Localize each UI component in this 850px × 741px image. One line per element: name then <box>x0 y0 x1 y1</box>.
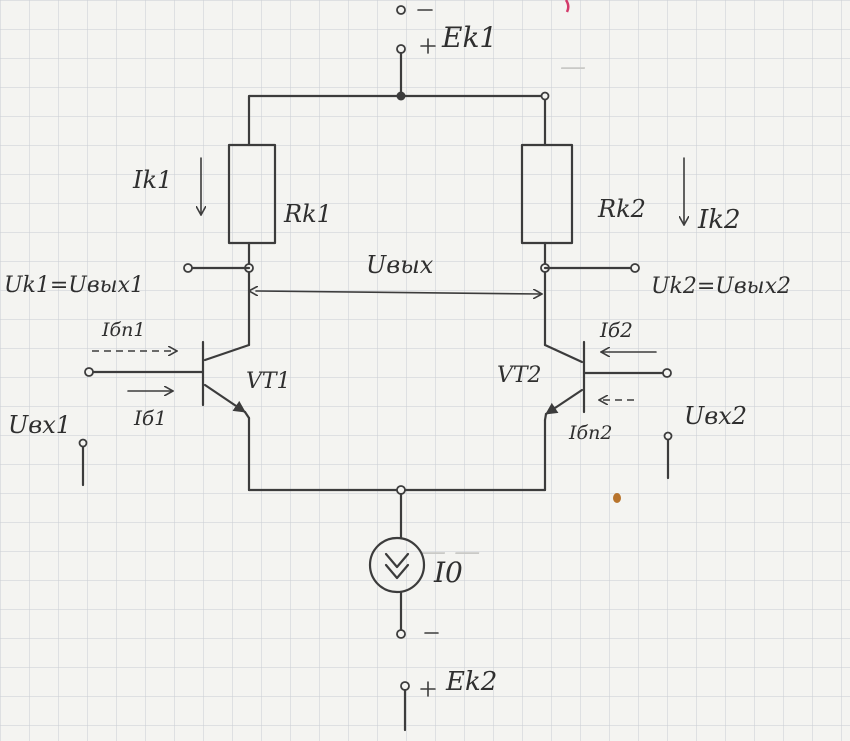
ubx2-return-terminal[interactable] <box>663 431 673 441</box>
label-vt2: VT2 <box>497 363 542 388</box>
label-ubx1: Uвх1 <box>8 411 71 439</box>
label-ibp1: Iбп1 <box>101 319 145 341</box>
label-rk2: Rk2 <box>597 195 646 223</box>
label-uk1: Uk1=Uвых1 <box>4 273 144 298</box>
label-vt1: VT1 <box>246 369 291 394</box>
label-ik2: Ik2 <box>697 205 741 235</box>
ek1-minus-terminal[interactable] <box>396 5 406 15</box>
label-ek2: Ek2 <box>445 667 497 697</box>
resistor-rk2 <box>520 143 574 245</box>
current-source-i0 <box>368 536 426 594</box>
label-uk2: Uk2=Uвых2 <box>651 274 791 299</box>
ek2-minus-terminal[interactable] <box>396 629 406 639</box>
label-ek1: Ek1 <box>441 21 497 54</box>
supply-ek1 <box>396 5 436 101</box>
label-ik1: Ik1 <box>132 166 172 194</box>
vt1-emitter-lead <box>203 383 247 414</box>
current-source-circle <box>368 536 426 594</box>
tail-node <box>396 485 406 495</box>
ubx1-input-terminal[interactable] <box>84 367 94 377</box>
pink-ink-mark <box>564 0 570 13</box>
bleed-through-text: — — — <box>420 52 586 567</box>
current-source-arrows <box>384 552 410 580</box>
label-uout: Uвых <box>366 251 434 279</box>
label-ib1: Iб1 <box>133 406 167 430</box>
transistor-vt2 <box>543 340 672 492</box>
label-i0: I0 <box>433 556 463 589</box>
svg-text:— —: — — <box>420 537 480 567</box>
uk2-output-terminal[interactable] <box>630 263 640 273</box>
ubx1-return-terminal[interactable] <box>78 438 88 448</box>
ek1-plus-terminal[interactable] <box>396 44 406 54</box>
top-supply-rail <box>247 94 547 147</box>
ubx2-input-terminal[interactable] <box>662 368 672 378</box>
label-ubx2: Uвх2 <box>684 402 747 430</box>
vt2-emitter-lead <box>544 388 584 416</box>
resistor-rk1 <box>227 143 277 245</box>
output-voltage-arrow <box>256 291 541 294</box>
vt1-collector-lead <box>203 343 251 362</box>
right-rail-node <box>540 91 550 101</box>
label-rk1: Rk1 <box>283 200 332 228</box>
label-ib2: Iб2 <box>599 318 633 342</box>
uk1-output-terminal[interactable] <box>183 263 193 273</box>
vt2-collector-lead <box>543 343 584 364</box>
ek2-plus-terminal[interactable] <box>400 681 410 691</box>
label-ibp2: Iбп2 <box>568 422 612 444</box>
transistor-vt1 <box>84 340 251 492</box>
svg-text:—: — <box>560 52 586 82</box>
brown-ink-dot <box>613 493 621 503</box>
